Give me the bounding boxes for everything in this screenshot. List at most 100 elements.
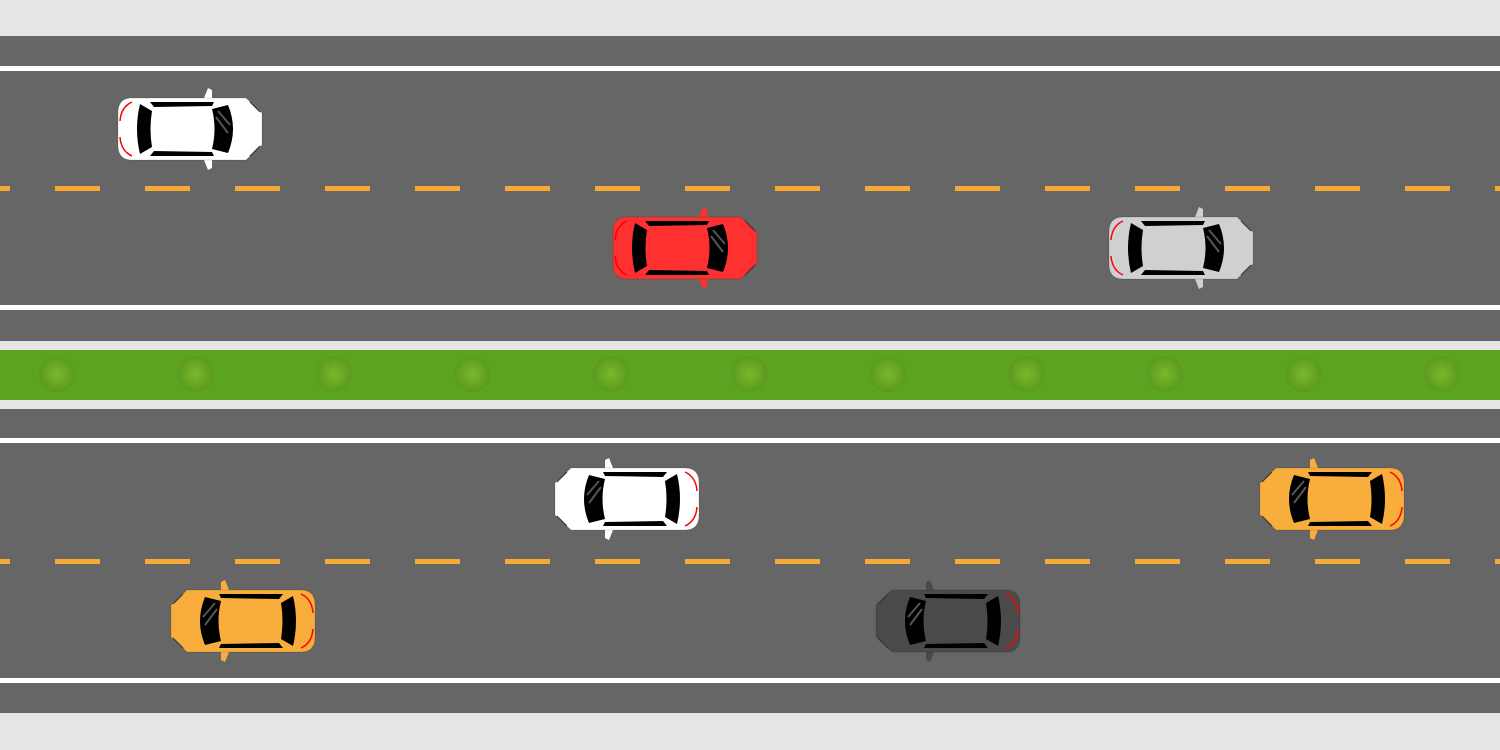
lane-dash [595,559,640,564]
lane-dash [685,186,730,191]
center-dashed-line [0,186,1500,191]
windshield [584,475,605,523]
side-window [645,221,709,226]
windshield [212,105,233,153]
center-dashed-line [0,559,1500,564]
red-car [612,207,758,289]
side-mirror [699,207,707,217]
side-mirror [926,580,934,590]
side-window [924,643,988,648]
silver-car [1108,207,1254,289]
rear-window [1370,474,1385,524]
lane-dash [0,186,10,191]
rear-window [137,104,152,154]
side-mirror [221,652,229,662]
lane-dash [595,186,640,191]
tail-light [119,136,133,157]
glass-reflection [710,229,726,253]
rear-window [665,474,680,524]
orange-car [1259,458,1405,540]
headlight [556,471,568,527]
side-mirror [605,458,613,468]
car-roof [605,479,663,519]
glass-reflection [202,602,218,626]
lane-dash [1135,186,1180,191]
lane-dash [55,559,100,564]
upper-roadway [0,36,1500,341]
lane-dash [0,559,10,564]
lane-dash [415,559,460,564]
windshield [707,224,728,272]
tail-light [1005,593,1019,614]
lane-dash [1225,186,1270,191]
side-mirror [221,580,229,590]
tree-icon [1424,356,1460,392]
asphalt [0,36,1500,341]
side-window [150,151,214,156]
lane-dash [865,186,910,191]
side-window [645,270,709,275]
side-mirror [605,530,613,540]
tree-icon [39,356,75,392]
lane-dash [325,559,370,564]
lane-edge-line [0,678,1500,683]
glass-reflection [1206,229,1222,253]
tail-light [1005,628,1019,649]
car-roof [1145,228,1203,268]
lane-edge-line [0,66,1500,71]
glass-reflection [1291,480,1307,504]
rear-window [632,223,647,273]
lane-dash [775,186,820,191]
side-mirror [1195,207,1203,217]
windshield [1289,475,1310,523]
lane-dash [1225,559,1270,564]
tail-light [1389,506,1403,527]
side-window [150,102,214,107]
white-car [117,88,263,170]
lane-edge-line [0,438,1500,443]
rear-window [986,596,1001,646]
side-window [1141,221,1205,226]
side-mirror [204,160,212,170]
glass-reflection [215,110,231,134]
windshield [905,597,926,645]
lane-dash [145,559,190,564]
windshield [1203,224,1224,272]
car-roof [221,601,279,641]
lane-dash [685,559,730,564]
lane-dash [775,559,820,564]
side-window [219,594,283,599]
tail-light [1389,471,1403,492]
tail-light [1110,255,1124,276]
lane-dash [1045,186,1090,191]
lane-edge-line [0,305,1500,310]
tail-light [119,101,133,122]
headlight [172,593,184,649]
lane-dash [1405,186,1450,191]
lane-dash [1405,559,1450,564]
lane-dash [325,186,370,191]
tail-light [300,593,314,614]
lower-roadway [0,409,1500,713]
tail-light [684,471,698,492]
tail-light [614,220,628,241]
tree-icon [177,356,214,392]
tree-icon [316,356,352,392]
tree-icon [1008,356,1045,392]
dark-gray-car [875,580,1021,662]
rear-window [1128,223,1143,273]
lane-dash [955,186,1000,191]
rear-window [281,596,296,646]
orange-car [170,580,316,662]
white-car [554,458,700,540]
side-window [603,472,667,477]
headlight [1240,220,1252,276]
side-mirror [926,652,934,662]
tree-icon [593,356,629,392]
lane-dash [955,559,1000,564]
tail-light [1110,220,1124,241]
tree-icon [1147,356,1183,392]
side-window [603,521,667,526]
headlight [877,593,889,649]
